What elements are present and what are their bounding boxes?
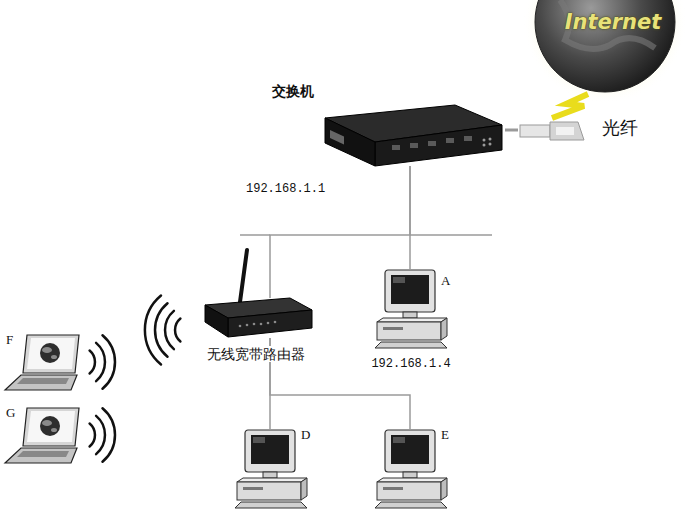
- computer-icon: [235, 430, 307, 508]
- lightning-link: [552, 94, 588, 118]
- laptop: F: [5, 335, 81, 391]
- laptop-icon: [5, 408, 79, 463]
- globe-glow: [523, 0, 687, 104]
- wireless-waves: [90, 296, 181, 462]
- device-letter: G: [6, 406, 15, 421]
- router-icon: [205, 250, 312, 337]
- fiber-cable: [505, 129, 518, 132]
- laptop: G: [5, 408, 81, 464]
- fiber-plug: [520, 122, 584, 140]
- computer-icon: [375, 270, 447, 348]
- computer: A192.168.1.4: [375, 270, 447, 348]
- device-letter: D: [301, 428, 310, 443]
- internet-globe: Internet: [535, 0, 691, 94]
- switch-icon: [325, 105, 502, 166]
- device-name: 无线宽带路由器: [205, 346, 307, 362]
- device-name: 光纤: [602, 118, 638, 139]
- device-letter: F: [6, 333, 13, 348]
- device-letter: E: [441, 428, 449, 443]
- fiber-connector: 光纤: [518, 118, 584, 142]
- switch-device: 交换机192.168.1.1: [318, 103, 505, 166]
- laptop-icon: [5, 335, 79, 390]
- bus-line: [240, 234, 270, 236]
- network-name: Internet: [565, 10, 662, 34]
- computer-icon: [375, 430, 447, 508]
- ip-address: 192.168.1.1: [245, 183, 326, 197]
- computer: E: [375, 430, 450, 508]
- globe: [535, 0, 675, 92]
- wireless-router: 无线宽带路由器: [200, 298, 312, 338]
- bus-line: [410, 234, 492, 236]
- computer: D: [235, 430, 310, 508]
- ip-address: 192.168.1.4: [370, 358, 451, 372]
- device-name: 交换机: [272, 83, 314, 99]
- device-letter: A: [441, 274, 450, 289]
